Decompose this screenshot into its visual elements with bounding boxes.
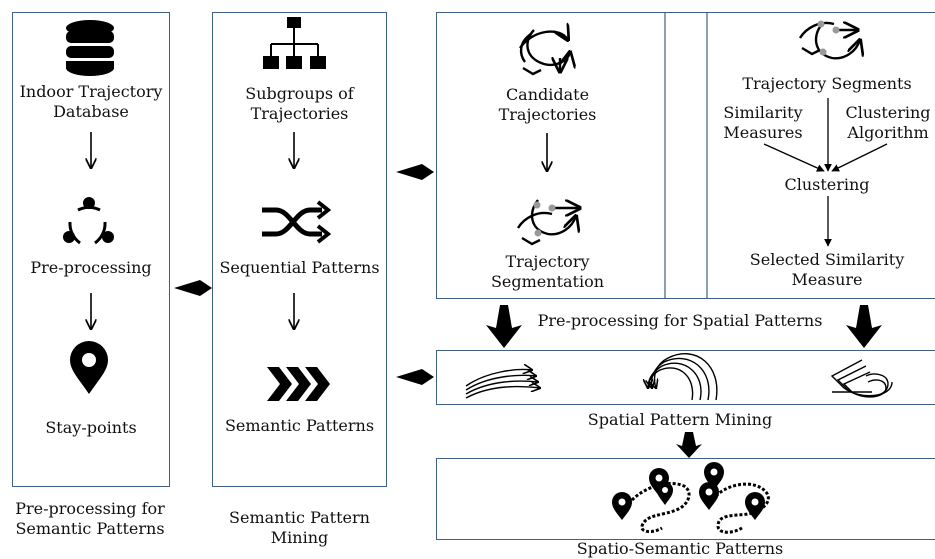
spatio-semantic-map-icon xyxy=(624,481,770,534)
panel-spatial-preprocessing xyxy=(436,12,935,299)
panel-semantic-mining xyxy=(212,12,387,487)
label-candidate-line1: Candidate xyxy=(505,85,590,104)
database-icon xyxy=(66,20,114,76)
label-sequential-patterns: Sequential Patterns xyxy=(219,258,380,277)
label-database-line2: Database xyxy=(53,102,129,121)
label-selected-line2: Measure xyxy=(791,270,863,289)
panel-semantic-preprocessing xyxy=(12,12,170,487)
chevrons-icon xyxy=(267,367,330,401)
map-pins xyxy=(612,462,765,520)
caption-spatial-preprocessing: Pre-processing for Spatial Patterns xyxy=(537,311,823,330)
label-staypoints: Stay-points xyxy=(45,418,137,437)
label-selected-line1: Selected Similarity xyxy=(749,250,905,269)
segmented-trajectory-icon xyxy=(516,199,580,246)
shuffle-icon xyxy=(262,200,332,244)
label-preprocessing: Pre-processing xyxy=(30,258,152,277)
spatial-pattern-icon-middle xyxy=(648,353,718,401)
caption-semantic-preprocessing-line1: Pre-processing for xyxy=(15,499,165,518)
label-segmentation-line1: Trajectory xyxy=(505,252,590,271)
label-semantic-patterns: Semantic Patterns xyxy=(224,416,375,435)
caption-semantic-preprocessing-line2: Semantic Patterns xyxy=(15,519,165,538)
panel-spatial-mining xyxy=(436,350,935,405)
label-clustering-algo-line2: Algorithm xyxy=(847,123,929,142)
caption-spatial-mining: Spatial Pattern Mining xyxy=(587,410,773,429)
label-clustering: Clustering xyxy=(784,175,870,194)
label-subgroups-line2: Trajectories xyxy=(250,104,349,123)
trajectory-icon xyxy=(519,30,570,76)
spatial-pattern-icon-left xyxy=(465,370,540,399)
label-candidate-line2: Trajectories xyxy=(498,105,597,124)
label-subgroups-line1: Subgroups of xyxy=(245,84,354,103)
hierarchy-icon xyxy=(263,17,326,69)
spatial-pattern-icon-right xyxy=(830,359,893,398)
label-clustering-algo-line1: Clustering xyxy=(845,103,931,122)
cycle-icon xyxy=(63,197,114,245)
caption-semantic-mining-line1: Semantic Pattern xyxy=(229,508,370,527)
trajectory-segments-icon xyxy=(798,20,860,60)
label-similarity-line1: Similarity xyxy=(723,103,803,122)
label-similarity-line2: Measures xyxy=(723,123,803,142)
label-segmentation-line2: Segmentation xyxy=(490,272,605,291)
block-arrows xyxy=(174,164,882,458)
label-trajectory-segments: Trajectory Segments xyxy=(742,74,912,93)
caption-semantic-mining-line2: Mining xyxy=(270,528,329,547)
label-database-line1: Indoor Trajectory xyxy=(19,82,163,101)
panel-spatio-semantic xyxy=(436,458,935,540)
caption-spatio-semantic: Spatio-Semantic Patterns xyxy=(576,539,784,558)
location-pin-icon xyxy=(70,341,108,394)
